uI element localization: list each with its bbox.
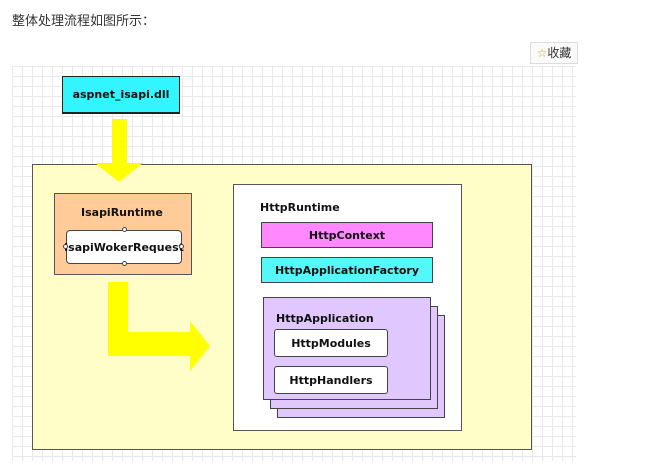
http-modules-box: HttpModules bbox=[274, 329, 388, 357]
favorite-label: 收藏 bbox=[547, 46, 572, 60]
favorite-button[interactable]: ☆收藏 bbox=[530, 42, 578, 64]
connection-port bbox=[179, 244, 184, 249]
http-context-label: HttpContext bbox=[308, 228, 386, 242]
http-runtime-label: HttpRuntime bbox=[260, 201, 340, 214]
http-handlers-box: HttpHandlers bbox=[274, 366, 388, 394]
http-handlers-label: HttpHandlers bbox=[289, 373, 373, 387]
arrows-layer bbox=[95, 119, 210, 371]
flow-diagram: aspnet_isapi.dll IsapiRuntime IsapiWoker… bbox=[12, 66, 576, 461]
aspnet-isapi-dll-label: aspnet_isapi.dll bbox=[72, 88, 170, 101]
aspnet-isapi-dll-box: aspnet_isapi.dll bbox=[62, 76, 180, 114]
http-application-factory-box: HttpApplicationFactory bbox=[261, 257, 433, 283]
http-context-box: HttpContext bbox=[261, 222, 433, 248]
isapi-worker-request-label: IsapiWokerRequest bbox=[64, 240, 184, 254]
http-modules-label: HttpModules bbox=[291, 336, 371, 350]
http-application-factory-label: HttpApplicationFactory bbox=[275, 263, 419, 277]
isapi-runtime-label: IsapiRuntime bbox=[81, 206, 163, 219]
star-outline-icon: ☆ bbox=[536, 46, 548, 60]
down-arrow-icon bbox=[95, 119, 143, 182]
http-application-label: HttpApplication bbox=[276, 312, 374, 325]
caption-text: 整体处理流程如图所示： bbox=[12, 14, 156, 29]
connection-port bbox=[122, 261, 127, 266]
connection-port bbox=[63, 244, 68, 249]
connection-port bbox=[122, 227, 127, 232]
elbow-right-arrow-icon bbox=[108, 282, 210, 371]
